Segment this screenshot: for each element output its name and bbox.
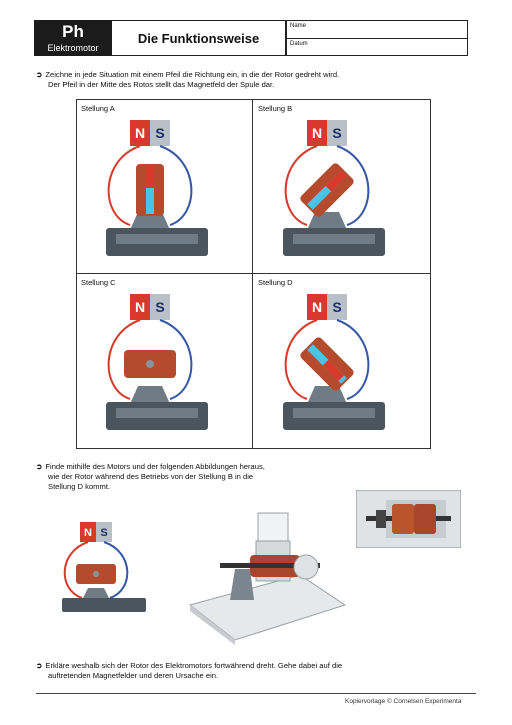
magnet-n-label: N xyxy=(84,527,92,539)
motor-diagram-c: N S xyxy=(106,294,208,430)
motor-diagram-d: N S xyxy=(283,294,385,430)
magnet-s-label: S xyxy=(155,299,164,315)
magnet-n-label: N xyxy=(312,299,322,315)
rotor xyxy=(136,164,164,216)
bullet-arrow-icon: ➲ xyxy=(36,462,43,471)
cell-label-b: Stellung B xyxy=(258,104,293,113)
rotor xyxy=(300,337,354,391)
cell-label-c: Stellung C xyxy=(81,278,116,287)
grid-divider-vertical xyxy=(252,99,253,449)
magnet-n-label: N xyxy=(135,125,145,141)
footer-credit: Kopiervorlage © Cornelsen Experimenta xyxy=(345,698,462,705)
subject-badge: Ph Elektromotor xyxy=(34,20,112,56)
bullet-arrow-icon: ➲ xyxy=(36,661,43,670)
task3-line2: auftretenden Magnetfelder und deren Ursa… xyxy=(48,671,219,680)
motor-diagram-small: N S xyxy=(62,522,146,612)
task3-text: ➲Erkläre weshalb sich der Rotor des Elek… xyxy=(36,661,342,681)
date-field[interactable]: Datum xyxy=(287,38,467,55)
motor-diagram-a: N S xyxy=(106,120,208,256)
subject-subtitle: Elektromotor xyxy=(47,43,99,53)
motor-diagram-b: N S xyxy=(283,120,385,256)
task2-line1: Finde mithilfe des Motors und der folgen… xyxy=(45,462,265,471)
task1-line2: Der Pfeil in der Mitte des Rotos stellt … xyxy=(48,80,275,89)
grid-divider-horizontal xyxy=(76,273,431,274)
name-date-box: Name Datum xyxy=(286,20,468,56)
task1-text: ➲Zeichne in jede Situation mit einem Pfe… xyxy=(36,70,339,90)
cell-label-a: Stellung A xyxy=(81,104,115,113)
task3-line1: Erkläre weshalb sich der Rotor des Elekt… xyxy=(45,661,343,670)
rotor xyxy=(124,350,176,378)
magnet-n-label: N xyxy=(312,125,322,141)
rotor xyxy=(300,163,354,217)
subject-title: Ph xyxy=(62,22,84,41)
rotor-closeup-illustration xyxy=(356,490,461,548)
magnet-s-label: S xyxy=(332,125,341,141)
magnet-n-label: N xyxy=(135,299,145,315)
positions-grid xyxy=(76,99,431,449)
footer-divider xyxy=(36,693,476,694)
cell-label-d: Stellung D xyxy=(258,278,293,287)
task2-text: ➲Finde mithilfe des Motors und der folge… xyxy=(36,462,265,492)
task2-line2: wie der Rotor während des Betriebs von d… xyxy=(48,472,254,481)
motor-3d-illustration xyxy=(188,512,347,645)
page-title: Die Funktionsweise xyxy=(112,20,286,56)
magnet-s-label: S xyxy=(155,125,164,141)
task2-line3: Stellung D kommt. xyxy=(48,482,111,491)
magnet-s-label: S xyxy=(332,299,341,315)
bullet-arrow-icon: ➲ xyxy=(36,70,43,79)
task1-line1: Zeichne in jede Situation mit einem Pfei… xyxy=(45,70,340,79)
name-field[interactable]: Name xyxy=(290,23,307,29)
magnet-s-label: S xyxy=(100,527,107,539)
